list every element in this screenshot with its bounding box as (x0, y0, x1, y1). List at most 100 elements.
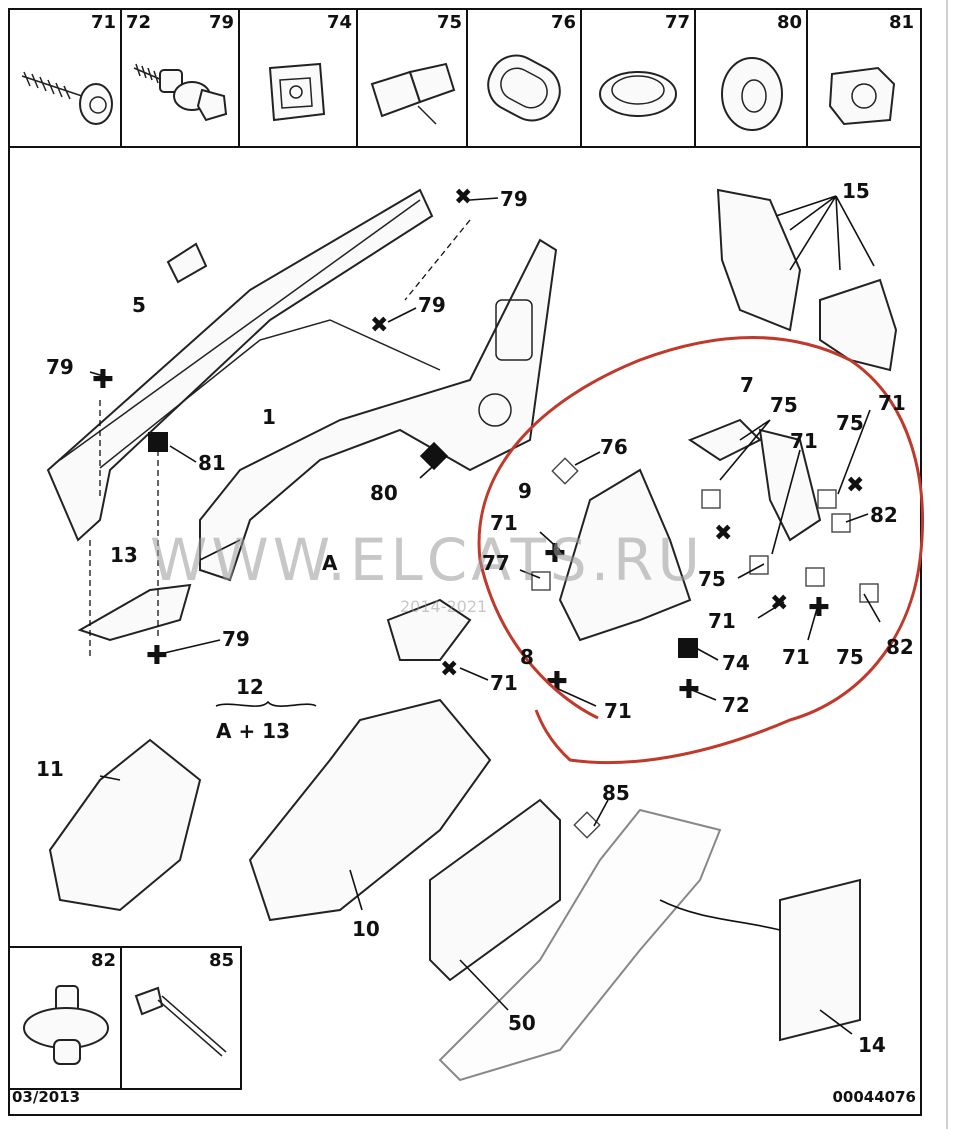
label-71-b: 71 (878, 391, 906, 415)
svg-text:✚: ✚ (544, 539, 566, 569)
header-cell-72-79[interactable]: 72 79 (120, 8, 242, 148)
header-cell-75[interactable]: 75 (356, 8, 470, 148)
label-76: 76 (600, 435, 628, 459)
label-71-f: 71 (782, 645, 810, 669)
label-74: 74 (722, 651, 750, 675)
wheel-arch-liner-a (199, 238, 558, 582)
svg-text:✚: ✚ (92, 365, 114, 395)
label-13: 13 (110, 543, 138, 567)
watermark-text: WWW.ELCATS.RU (150, 526, 704, 594)
footer-diagram-code: 00044076 (832, 1088, 917, 1106)
part-number-alt: 79 (208, 12, 234, 33)
label-1: 1 (262, 405, 276, 429)
svg-text:✚: ✚ (146, 641, 168, 671)
part-number: 75 (436, 12, 462, 33)
label-71-d: 71 (490, 511, 518, 535)
svg-text:✚: ✚ (808, 593, 830, 623)
label-75-b: 75 (836, 411, 864, 435)
label-71-e: 71 (708, 609, 736, 633)
label-72: 72 (722, 693, 750, 717)
watermark-subtext: 2014-2021 (400, 597, 487, 616)
panel-14 (779, 878, 861, 1042)
part-number: 77 (664, 12, 690, 33)
blind-rivet-icon (134, 986, 227, 1057)
header-cell-71[interactable]: 71 (8, 8, 124, 148)
arch-liner-9 (558, 468, 692, 642)
label-10: 10 (352, 917, 380, 941)
label-75-a: 75 (770, 393, 798, 417)
svg-text:✖: ✖ (770, 591, 788, 616)
header-cell-81[interactable]: 81 (806, 8, 922, 148)
label-75-c: 75 (698, 567, 726, 591)
red-annotation-circle (477, 336, 924, 765)
plastic-fastener-icon (370, 62, 456, 125)
bolt-washer-icon (133, 63, 228, 122)
label-80: 80 (370, 481, 398, 505)
label-a: A (322, 551, 338, 575)
mud-flap-left (716, 188, 802, 332)
label-15: 15 (842, 179, 870, 203)
label-81: 81 (198, 451, 226, 475)
part-number: 72 (126, 12, 152, 33)
label-71-g: 71 (604, 699, 632, 723)
label-5: 5 (132, 293, 146, 317)
label-a-plus-13: A + 13 (216, 719, 290, 743)
label-71-a: 71 (490, 671, 518, 695)
part-number: 85 (208, 950, 234, 971)
plate-50 (429, 798, 561, 982)
label-71-c: 71 (790, 429, 818, 453)
part-number: 76 (550, 12, 576, 33)
structure-11 (48, 738, 202, 912)
structure-10 (248, 698, 492, 922)
round-plug-icon (599, 71, 677, 117)
svg-text:✖: ✖ (440, 657, 458, 682)
bracket-5 (166, 242, 208, 284)
mud-flap-right (819, 278, 898, 372)
screw-icon (21, 71, 113, 125)
svg-text:✖: ✖ (714, 521, 732, 546)
trim-7 (687, 418, 762, 462)
part-number: 74 (326, 12, 352, 33)
svg-text:✚: ✚ (678, 675, 700, 705)
label-79-bottom: 79 (222, 627, 250, 651)
bracket-8 (386, 598, 472, 661)
support-13 (77, 583, 192, 642)
svg-text:✖: ✖ (846, 473, 864, 498)
part-number: 80 (776, 12, 802, 33)
label-85: 85 (602, 781, 630, 805)
frame-14 (438, 808, 722, 1082)
oval-grommet-icon (487, 54, 561, 122)
front-wing-panel (46, 188, 434, 542)
part-number: 71 (90, 12, 116, 33)
label-8: 8 (520, 645, 534, 669)
detail-cell-85[interactable]: 85 (120, 946, 242, 1090)
label-77: 77 (482, 551, 510, 575)
label-50: 50 (508, 1011, 536, 1035)
label-79-top: 79 (500, 187, 528, 211)
header-cell-80[interactable]: 80 (694, 8, 810, 148)
label-7: 7 (740, 373, 754, 397)
part-number: 82 (90, 950, 116, 971)
svg-text:✖: ✖ (370, 313, 388, 338)
label-9: 9 (518, 479, 532, 503)
push-rivet-icon (23, 985, 109, 1065)
label-12: 12 (236, 675, 264, 699)
detail-cell-82[interactable]: 82 (8, 946, 124, 1090)
label-75-d: 75 (836, 645, 864, 669)
label-82-a: 82 (870, 503, 898, 527)
part-number: 81 (888, 12, 914, 33)
svg-text:✚: ✚ (546, 667, 568, 697)
label-79-mid: 79 (418, 293, 446, 317)
footer-date: 03/2013 (12, 1088, 81, 1106)
svg-text:✖: ✖ (454, 185, 472, 210)
washer-grommet-icon (721, 57, 783, 131)
header-cell-76[interactable]: 76 (466, 8, 584, 148)
scrollbar-track[interactable] (946, 0, 948, 1129)
fastener-markers: ✚ ✖ ✖ ✚ ✖ ✖ ✚ ✖ ✚ ✖ ✚ ✚ (92, 185, 879, 839)
label-79-left: 79 (46, 355, 74, 379)
label-11: 11 (36, 757, 64, 781)
label-82-b: 82 (886, 635, 914, 659)
cage-nut-icon (828, 66, 896, 126)
